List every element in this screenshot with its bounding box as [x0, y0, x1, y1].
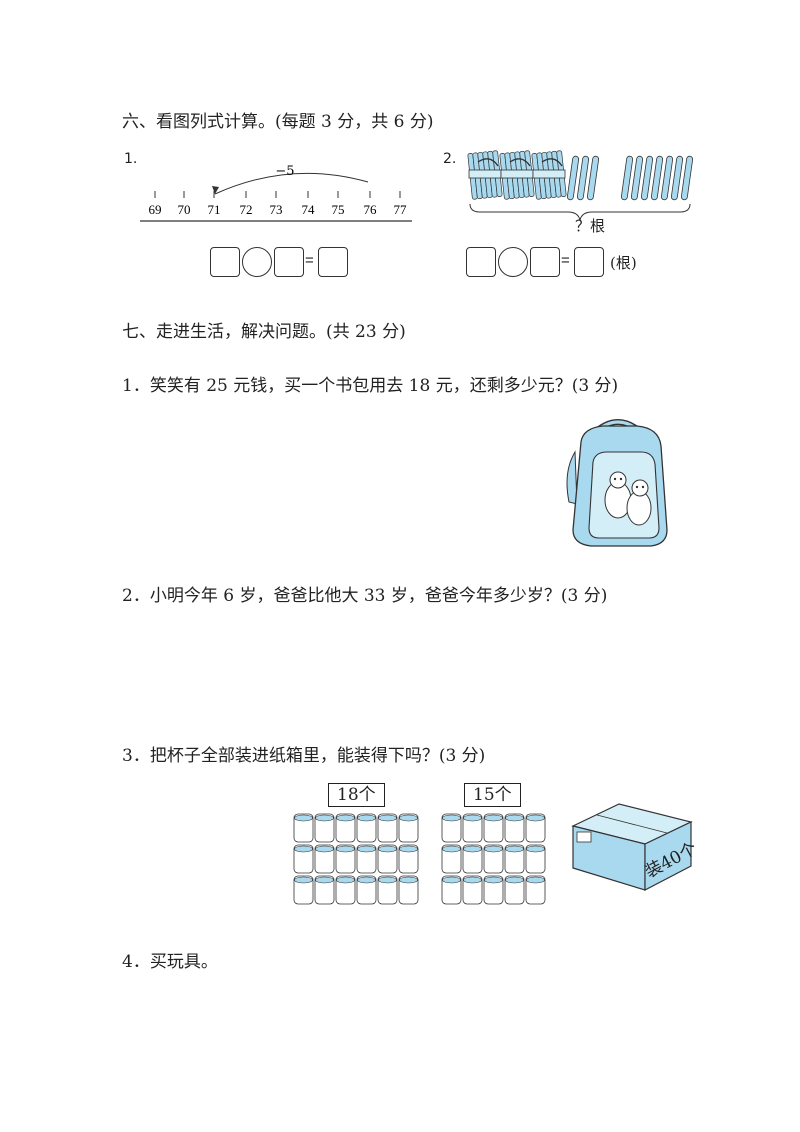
cup: [504, 875, 525, 905]
cups-group-1-label: 18个: [328, 783, 385, 807]
loose-sticks: [566, 155, 694, 201]
cup: [525, 875, 546, 905]
question-2: 2．小明今年 6 岁，爸爸比他大 33 岁，爸爸今年多少岁？(3 分): [122, 586, 608, 606]
cup: [314, 813, 335, 843]
section-6-heading: 六、看图列式计算。(每题 3 分，共 6 分): [122, 112, 434, 132]
backpack-illustration: [566, 419, 668, 547]
single-stick: [670, 155, 684, 201]
cup: [462, 844, 483, 874]
tick-group: 69 70 71 72 73 74 75 76 77: [149, 191, 408, 217]
cup: [356, 875, 377, 905]
cup: [483, 844, 504, 874]
cup: [293, 813, 314, 843]
problem-2-number: 2.: [443, 151, 457, 167]
cups-group-2-label: 15个: [464, 783, 521, 807]
single-stick: [660, 155, 674, 201]
stick-bundle: [467, 150, 503, 200]
tick-label: 76: [364, 202, 378, 217]
single-stick: [640, 155, 654, 201]
arc-label: −5: [275, 164, 294, 179]
cup: [525, 813, 546, 843]
p1-answer-box-2[interactable]: [274, 247, 304, 277]
p2-question-label: ？根: [575, 217, 606, 235]
cup: [335, 844, 356, 874]
box-side: [644, 821, 692, 891]
cup: [377, 813, 398, 843]
cup: [483, 875, 504, 905]
sticks-brace: [469, 203, 691, 221]
cup: [398, 875, 419, 905]
tick-label: 74: [302, 202, 316, 217]
stick-bundle: [531, 150, 567, 200]
p2-answer-box-2[interactable]: [530, 247, 560, 277]
tick-label: 75: [332, 202, 345, 217]
curved-arrow-icon: [477, 158, 499, 167]
cup: [377, 844, 398, 874]
single-stick: [620, 155, 634, 201]
cup: [377, 875, 398, 905]
tick-label: 72: [240, 202, 253, 217]
curved-arrow-icon: [509, 158, 531, 167]
problem-1-number: 1.: [124, 151, 138, 167]
single-stick: [680, 155, 694, 201]
question-1: 1．笑笑有 25 元钱，买一个书包用去 18 元，还剩多少元？(3 分): [122, 376, 619, 396]
cup: [356, 844, 377, 874]
cup: [462, 813, 483, 843]
arc-arrowhead-icon: [212, 186, 219, 194]
single-stick: [576, 155, 590, 201]
cup: [441, 844, 462, 874]
cup: [356, 813, 377, 843]
cup: [398, 813, 419, 843]
p1-operator-circle[interactable]: [242, 247, 272, 277]
tick-label: 73: [270, 202, 283, 217]
p2-result-box[interactable]: [574, 247, 604, 277]
single-stick: [586, 155, 600, 201]
cup: [525, 844, 546, 874]
p2-unit-label: (根): [610, 254, 637, 272]
p1-answer-box-1[interactable]: [210, 247, 240, 277]
cup: [504, 844, 525, 874]
cups-group-1: [293, 813, 419, 905]
cup: [504, 813, 525, 843]
number-line-figure: −5 69 70 71 72 73 74 75 76 77: [140, 164, 412, 222]
p2-operator-circle[interactable]: [498, 247, 528, 277]
cup: [441, 875, 462, 905]
p2-answer-box-1[interactable]: [466, 247, 496, 277]
stick-bundles: [467, 150, 567, 200]
cup: [483, 813, 504, 843]
section-7-heading: 七、走进生活，解决问题。(共 23 分): [122, 322, 406, 342]
backpack-strap-left: [566, 450, 578, 505]
tick-label: 70: [178, 202, 191, 217]
cup: [293, 875, 314, 905]
sticks-figure: [467, 150, 694, 221]
single-stick: [630, 155, 644, 201]
tick-label: 71: [208, 202, 221, 217]
cup: [335, 813, 356, 843]
single-stick: [566, 155, 580, 201]
cup: [398, 844, 419, 874]
box-sticker: [576, 831, 592, 843]
tick-label: 77: [394, 202, 408, 217]
curved-arrow-icon: [541, 158, 563, 167]
tick-label: 69: [149, 202, 162, 217]
carton-box: 装40个: [571, 803, 697, 891]
cup: [462, 875, 483, 905]
cups-group-2: [441, 813, 546, 905]
cup: [314, 844, 335, 874]
question-3: 3．把杯子全部装进纸箱里，能装得下吗？(3 分): [122, 746, 486, 766]
cup: [335, 875, 356, 905]
minus-five-arc: [214, 172, 369, 195]
p1-result-box[interactable]: [318, 247, 348, 277]
p1-equals-sign: =: [305, 252, 314, 269]
question-4: 4．买玩具。: [122, 952, 218, 972]
cup: [441, 813, 462, 843]
stick-bundle: [499, 150, 535, 200]
cup: [293, 844, 314, 874]
single-stick: [650, 155, 664, 201]
cup: [314, 875, 335, 905]
p2-equals-sign: =: [561, 252, 570, 269]
